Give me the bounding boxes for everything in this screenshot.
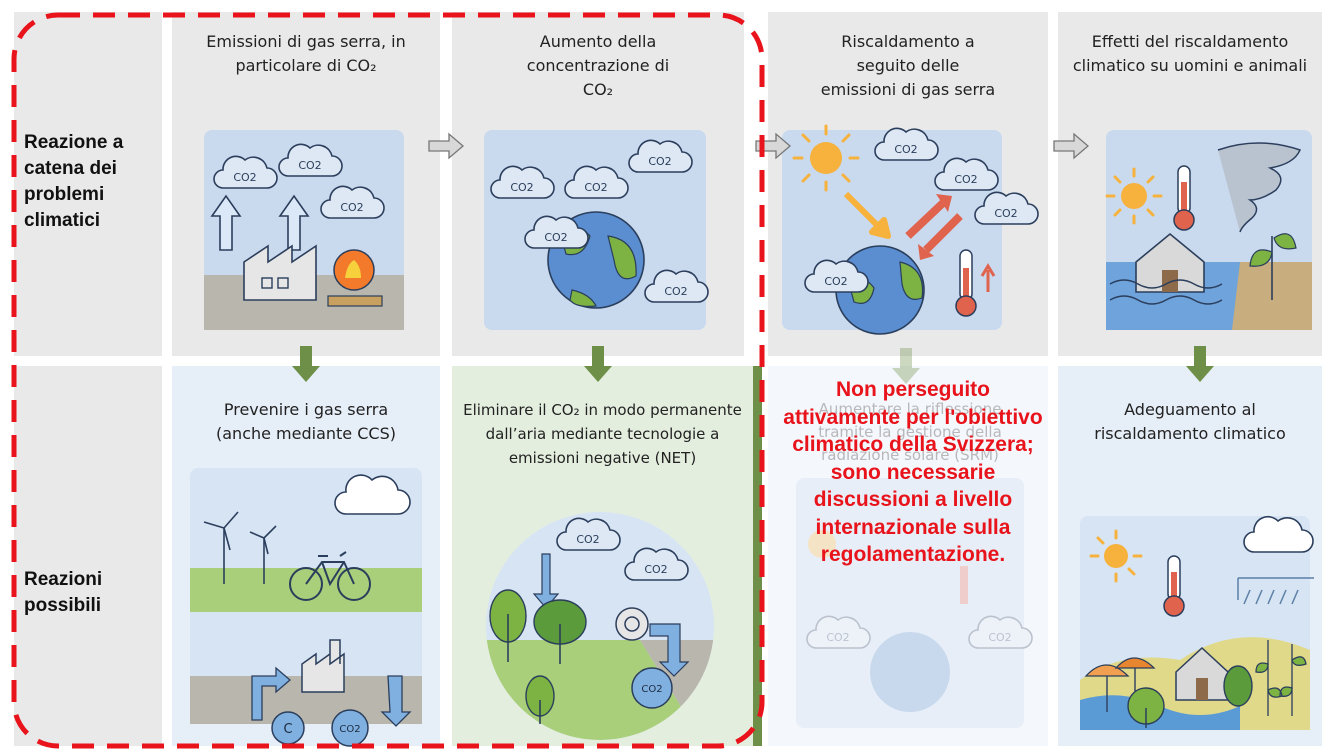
- panel-adapt-title: Adeguamento al riscaldamento climatico: [1094, 400, 1286, 443]
- panel-effects: Effetti del riscaldamento climatico su u…: [1058, 12, 1322, 356]
- panel-net: Eliminare il CO₂ in modo permanente dall…: [452, 366, 762, 746]
- panel-adapt: Adeguamento al riscaldamento climatico: [1058, 366, 1322, 746]
- row-label-reactions: Reazioni possibili: [24, 569, 103, 616]
- panel-warming: Riscaldamento a seguito delle emissioni …: [768, 12, 1048, 356]
- panel-net-title: Eliminare il CO₂ in modo permanente dall…: [463, 401, 742, 467]
- panel-warming-title: Riscaldamento a seguito delle emissioni …: [820, 32, 996, 99]
- panel-emissions: Emissioni di gas serra, in particolare d…: [172, 12, 440, 356]
- row-label-bottom-bg: [14, 366, 162, 746]
- panel-prevent: Prevenire i gas serra (anche mediante CC…: [172, 366, 440, 746]
- panel-concentration-title: Aumento della concentrazione di CO₂: [526, 32, 670, 99]
- panel-srm-title: Aumentare la riflessione tramite la gest…: [818, 400, 1002, 464]
- srm-annotation: Non perseguito attivamente per l'obietti…: [783, 378, 1043, 566]
- panel-srm: [768, 366, 1048, 746]
- panel-effects-title: Effetti del riscaldamento climatico su u…: [1072, 32, 1308, 75]
- row-label-chain: Reazione a catena dei problemi climatici: [24, 132, 124, 231]
- panel-prevent-title: Prevenire i gas serra (anche mediante CC…: [216, 400, 396, 443]
- panel-concentration: Aumento della concentrazione di CO₂: [452, 12, 744, 356]
- panel-emissions-title: Emissioni di gas serra, in particolare d…: [206, 32, 406, 75]
